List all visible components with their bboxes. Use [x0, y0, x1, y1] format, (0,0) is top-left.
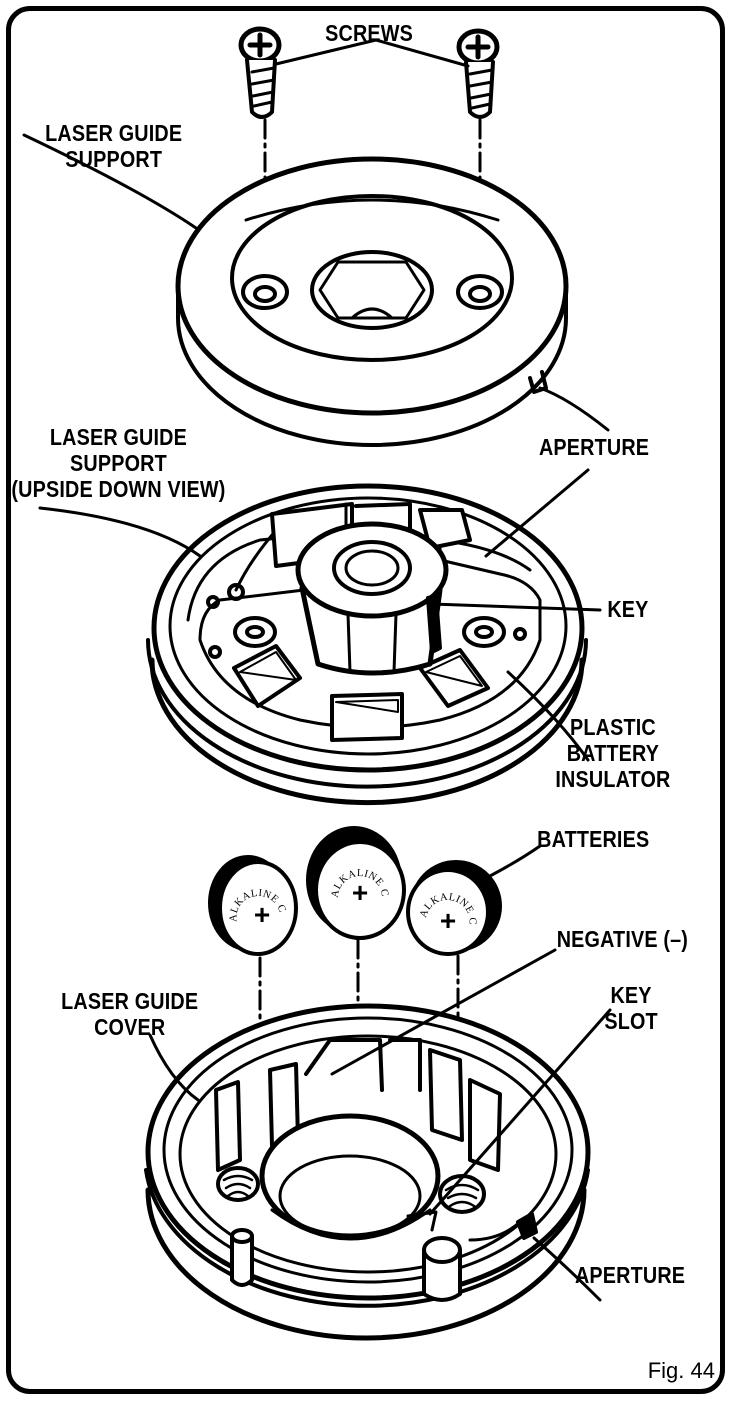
label-aperture-top: APERTURE: [538, 434, 650, 460]
label-aperture-bottom: APERTURE: [574, 1262, 686, 1288]
label-laser-guide-support: LASER GUIDE SUPPORT: [45, 120, 183, 172]
battery-plus-sign: +: [352, 877, 368, 908]
battery-plus-sign: +: [440, 905, 456, 936]
label-laser-guide-support-upside-down: LASER GUIDE SUPPORT (UPSIDE DOWN VIEW): [11, 424, 226, 502]
label-screws: SCREWS: [325, 20, 414, 46]
label-key: KEY: [607, 596, 649, 622]
screw-left: [238, 26, 282, 119]
battery-right: [406, 860, 502, 956]
label-laser-guide-cover: LASER GUIDE COVER: [61, 988, 199, 1040]
label-batteries: BATTERIES: [537, 826, 650, 852]
laser-guide-cover: [144, 1003, 591, 1341]
label-key-slot: KEY SLOT: [604, 982, 658, 1034]
laser-guide-support: [175, 156, 569, 447]
laser-guide-support-upside-down: [146, 483, 588, 806]
figure-caption: Fig. 44: [647, 1358, 715, 1383]
battery-plus-sign: +: [254, 899, 270, 930]
battery-left: [208, 855, 298, 956]
screw-right: [456, 28, 500, 119]
battery-middle: [306, 826, 406, 940]
label-plastic-battery-insulator: PLASTIC BATTERY INSULATOR: [555, 714, 671, 792]
label-negative: NEGATIVE (–): [556, 926, 689, 952]
